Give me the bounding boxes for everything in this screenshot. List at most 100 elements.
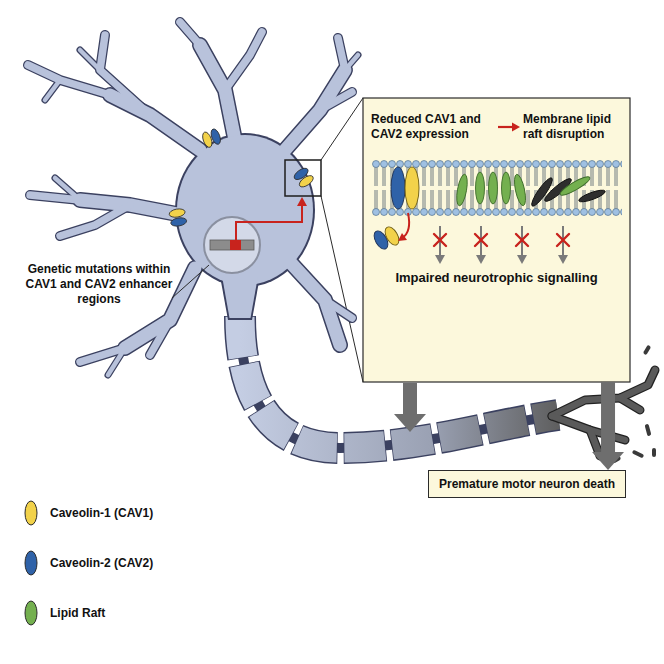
nucleus [210,240,254,250]
neuron-body [28,22,352,362]
axon-terminal [632,450,645,459]
blocked-signal-arrows [517,255,527,264]
caveolin-pairs [169,208,186,219]
panel-heading: Impaired neurotrophic signalling [363,270,630,286]
outcome-text: Premature motor neuron death [439,477,615,491]
membrane-bilayer [372,160,622,216]
neuron-body [45,50,358,375]
legend-text: Caveolin-1 (CAV1) [50,506,153,520]
blocked-signal-arrows [434,226,569,264]
blocked-signal-arrows [557,234,569,246]
legend-swatch-shape [25,501,37,525]
blocked-signal-arrows [516,234,528,246]
caveolin-pairs [292,166,315,189]
axon-terminal [612,345,656,464]
outcome-box: Premature motor neuron death [428,470,626,498]
neuron-body [220,276,260,320]
expression-arrow [236,197,307,240]
nucleus [204,217,260,273]
blocked-signal-arrows [440,226,563,256]
neuron-body [28,22,358,375]
nucleus [204,217,260,273]
blocked-signal-arrows [435,255,568,264]
inset-panel-backdrop [363,98,630,382]
inset-panel: Impaired neurotrophic signalling Reduced … [363,98,630,382]
neuron-body [177,135,313,285]
legend-text: Caveolin-2 (CAV2) [50,556,153,570]
caveolin-pairs [169,128,316,228]
axon-terminal [652,448,656,457]
caveolin-pairs [170,217,187,228]
expression-arrow [297,197,307,206]
axon [240,316,558,448]
membrane-proteins [391,167,606,209]
blocked-signal-arrows [475,234,487,246]
neuron-body [222,276,258,318]
blocked-signal-arrows [516,234,528,246]
membrane-proteins [405,167,419,209]
legend-item: Caveolin-2 (CAV2) [22,538,153,588]
zoom-lines [321,196,363,382]
released-caveolin [382,225,402,248]
axon-terminal [552,345,656,464]
legend-swatch-shape [25,551,37,575]
caveolin-pairs [169,208,188,228]
legend-swatch [22,548,40,578]
process-step: Reduced CAV1 and CAV2 expression [371,112,495,142]
blocked-signal-arrows [557,234,569,246]
zoom-square [285,160,321,196]
membrane-proteins [391,167,405,209]
axon-terminal [645,424,652,437]
flow-arrow [498,123,520,132]
blocked-signal-arrows [434,234,446,246]
blocked-signal-arrows [475,234,487,246]
released-caveolin [371,213,409,251]
connector-line [498,126,513,128]
axon [240,316,558,448]
released-caveolin [402,213,409,238]
block-arrow [592,382,624,470]
blocked-signal-arrows [435,255,445,264]
membrane-bilayer [372,160,622,216]
membrane-proteins [476,172,485,204]
membrane-proteins [502,172,511,204]
nucleus [230,240,241,250]
membrane-proteins [489,172,498,204]
legend-text: Lipid Raft [50,606,105,620]
leader-line [172,265,209,298]
arrow-head [592,452,624,470]
arrow-head [512,123,520,132]
axon-terminal [643,345,651,356]
legend-swatch [22,498,40,528]
process-step: Membrane lipid raft disruption [523,112,623,142]
released-caveolin [398,233,407,241]
legend-item: Lipid Raft [22,588,153,638]
caveolin-pairs [297,173,315,189]
membrane-proteins [512,173,527,206]
axon-terminal [552,370,655,456]
legend-swatch [22,598,40,628]
step-text: Membrane lipid raft disruption [523,112,623,142]
step-text: Reduced CAV1 and CAV2 expression [371,112,495,142]
legend: Caveolin-1 (CAV1) Caveolin-2 (CAV2) Lipid … [22,488,153,638]
membrane-proteins [578,188,607,204]
connector-shaft [601,382,615,452]
axon-terminal [552,370,655,456]
caveolin-pairs [201,128,222,149]
axon [240,316,558,448]
membrane-proteins [455,173,469,206]
legend-item: Caveolin-1 (CAV1) [22,488,153,538]
blocked-signal-arrows [476,255,486,264]
axon [240,316,558,448]
inset-panel-backdrop [363,98,630,382]
effect-arrow [394,383,426,432]
neuron-body [28,22,352,362]
blocked-signal-arrows [434,234,446,246]
expression-arrow [236,204,302,240]
blocked-signal-arrows [434,234,569,246]
gene-note: Genetic mutations within CAV1 and CAV2 e… [14,262,184,307]
neuron-body [45,50,358,375]
blocked-signal-arrows [558,255,568,264]
caveolin-pairs [209,128,222,146]
